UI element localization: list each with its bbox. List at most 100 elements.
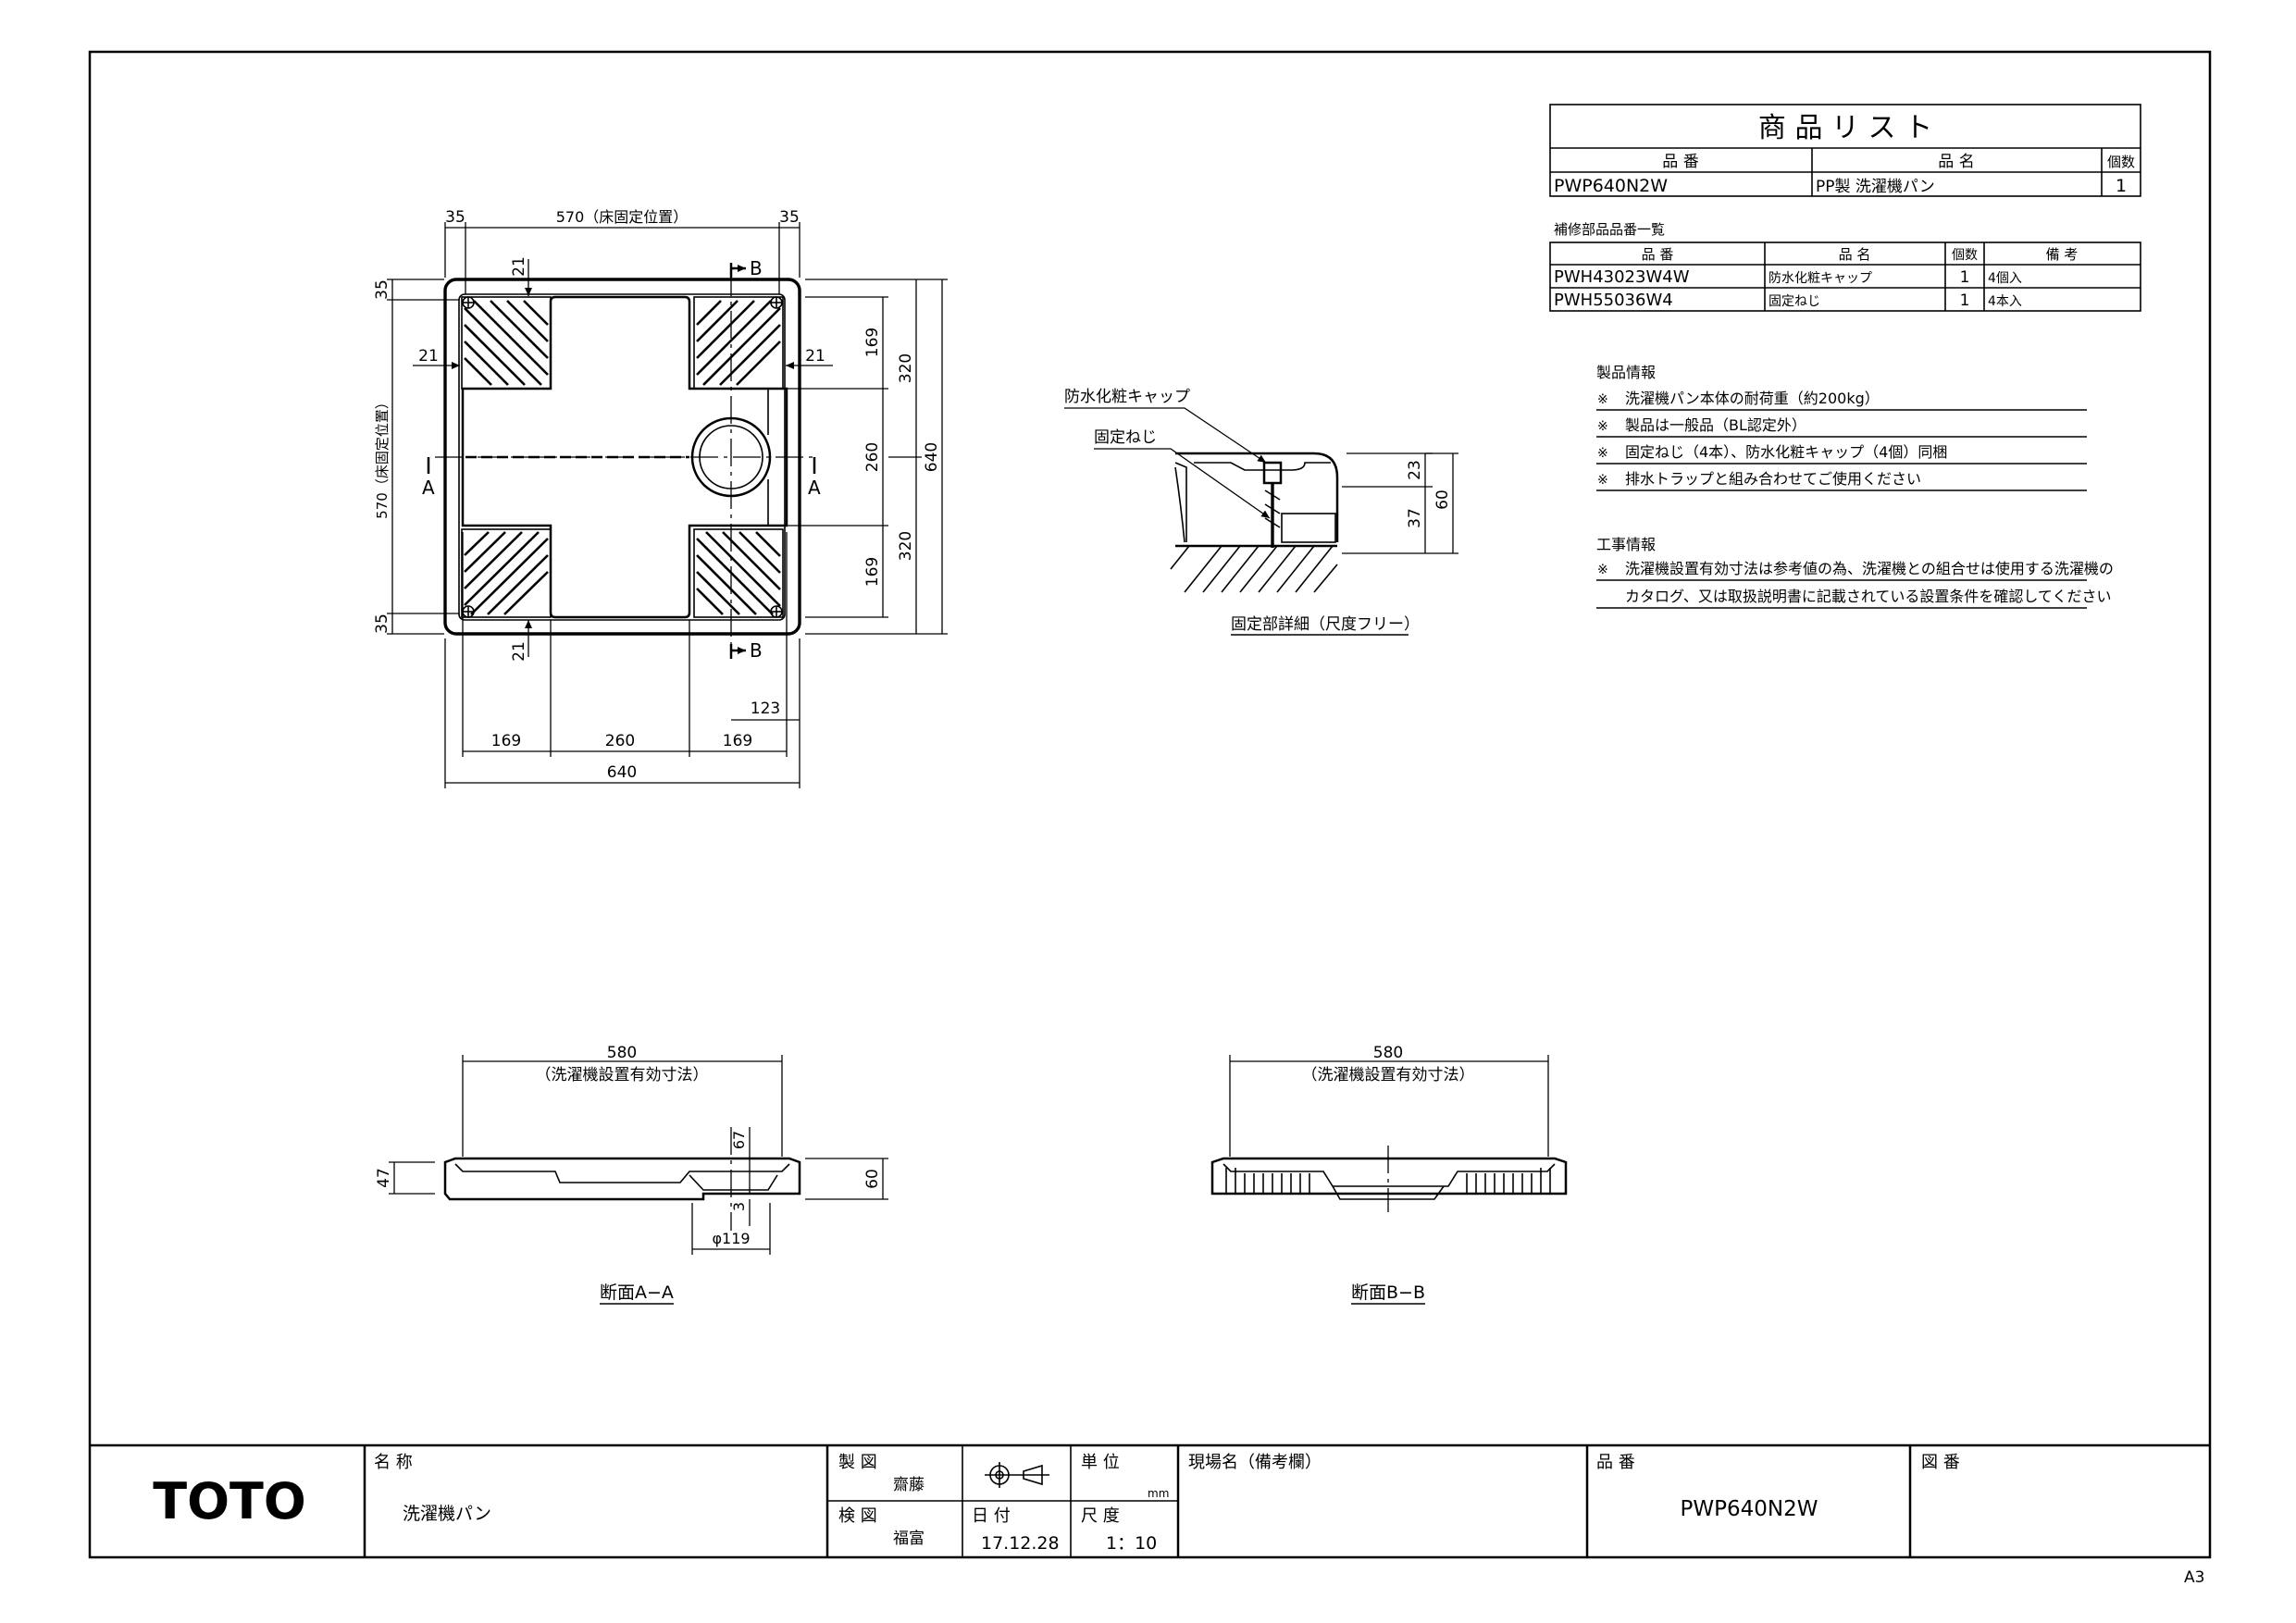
svg-text:169: 169 — [723, 732, 752, 750]
svg-text:B: B — [750, 639, 763, 662]
svg-text:図 番: 図 番 — [1921, 1453, 1960, 1472]
fixing-detail: 防水化粧キャップ 固定ねじ 23 37 60 固定部詳細（尺度フリー） — [1064, 388, 1458, 636]
construction-info-title: 工事情報 — [1596, 536, 1656, 553]
screw-hole — [462, 296, 475, 309]
parts-header-name: 品 名 — [1839, 246, 1871, 263]
svg-text:35: 35 — [373, 613, 391, 634]
product-list-table: 商 品 リ ス ト 品 番 品 名 個数 PWP640N2W PP製 洗濯機パン… — [1549, 104, 2141, 197]
svg-text:260: 260 — [863, 442, 882, 472]
part-note: 4個入 — [1988, 271, 2022, 286]
svg-text:※: ※ — [1597, 563, 1608, 577]
svg-text:570（床固定位置）: 570（床固定位置） — [556, 208, 689, 226]
svg-text:169: 169 — [491, 732, 521, 750]
svg-text:※: ※ — [1597, 473, 1608, 488]
sheet-border — [88, 50, 2212, 1559]
screw-hole — [462, 605, 475, 618]
third-angle-projection-icon — [985, 1462, 1049, 1488]
svg-text:製 図: 製 図 — [838, 1453, 877, 1472]
svg-text:A: A — [422, 477, 435, 499]
parts-header-note: 備 考 — [2046, 246, 2079, 263]
product-list-title: 商 品 リ ス ト — [1758, 112, 1932, 144]
part-qty: 1 — [1960, 268, 1970, 287]
svg-text:47: 47 — [375, 1168, 393, 1188]
svg-text:640: 640 — [607, 763, 637, 782]
product-name: PP製 洗濯機パン — [1816, 178, 1935, 196]
part-name: 固定ねじ — [1769, 294, 1820, 309]
corner-pad — [461, 528, 552, 618]
svg-text:21: 21 — [510, 256, 528, 277]
product-info-title: 製品情報 — [1596, 364, 1656, 381]
product-name-value: 洗濯機パン — [403, 1504, 491, 1524]
part-code: PWH55036W4 — [1554, 291, 1673, 310]
svg-text:123: 123 — [751, 700, 780, 718]
top-view-plan — [435, 268, 814, 648]
corner-pad — [693, 528, 784, 618]
product-info-item: 排水トラップと組み合わせてご使用ください — [1625, 470, 1921, 488]
svg-text:単 位: 単 位 — [1081, 1453, 1120, 1472]
construction-info-line: 洗濯機設置有効寸法は参考値の為、洗濯機との組合せは使用する洗濯機の — [1625, 560, 2114, 577]
svg-text:21: 21 — [510, 641, 528, 662]
date-value: 17.12.28 — [981, 1533, 1060, 1554]
svg-text:169: 169 — [863, 557, 882, 587]
unit-value: mm — [1148, 1487, 1169, 1500]
svg-text:名 称: 名 称 — [374, 1453, 413, 1472]
section-marker-a: A A — [422, 457, 821, 499]
section-bb: 580 （洗濯機設置有効寸法） 断面B−B — [1210, 1044, 1568, 1305]
svg-text:品 番: 品 番 — [1596, 1453, 1635, 1472]
construction-info-block: 工事情報 ※ 洗濯機設置有効寸法は参考値の為、洗濯機との組合せは使用する洗濯機の… — [1596, 536, 2114, 609]
screw-hole — [770, 605, 783, 618]
section-aa-note: （洗濯機設置有効寸法） — [536, 1066, 709, 1084]
svg-text:320: 320 — [897, 353, 915, 383]
part-name: 防水化粧キャップ — [1769, 271, 1872, 286]
svg-text:※: ※ — [1597, 392, 1608, 407]
detail-caption: 固定部詳細（尺度フリー） — [1231, 615, 1420, 634]
svg-text:現場名（備考欄）: 現場名（備考欄） — [1188, 1453, 1322, 1472]
svg-text:37: 37 — [1406, 508, 1424, 528]
checked-by: 福富 — [893, 1530, 925, 1548]
product-info-block: 製品情報 ※ 洗濯機パン本体の耐荷重（約200kg） ※ 製品は一般品（BL認定… — [1596, 364, 2087, 491]
svg-text:φ119: φ119 — [712, 1230, 750, 1247]
parts-list-title: 補修部品品番一覧 — [1554, 221, 1665, 238]
svg-text:35: 35 — [779, 208, 800, 227]
svg-text:21: 21 — [418, 347, 439, 365]
product-code: PWP640N2W — [1554, 176, 1668, 196]
title-block: TOTO 名 称 洗濯機パン 製 図 齋藤 検 図 福富 日 付 17.12.2… — [90, 1443, 2210, 1557]
svg-text:60: 60 — [863, 1169, 882, 1189]
construction-info-line: カタログ、又は取扱説明書に記載されている設置条件を確認してください — [1625, 588, 2111, 605]
detail-label-screw: 固定ねじ — [1094, 428, 1157, 447]
parts-header-qty: 個数 — [1952, 248, 1978, 263]
corner-pad — [461, 296, 552, 390]
product-list-header-name: 品 名 — [1938, 153, 1974, 171]
product-info-item: 製品は一般品（BL認定外） — [1625, 416, 1806, 434]
svg-text:※: ※ — [1597, 446, 1608, 461]
svg-text:260: 260 — [605, 732, 635, 750]
scale-value: 1：10 — [1106, 1533, 1157, 1554]
svg-text:3: 3 — [730, 1202, 748, 1211]
svg-text:※: ※ — [1597, 419, 1608, 434]
svg-text:尺 度: 尺 度 — [1081, 1506, 1120, 1526]
svg-text:640: 640 — [923, 442, 941, 472]
svg-text:21: 21 — [805, 347, 825, 365]
part-code: PWH43023W4W — [1554, 267, 1690, 287]
drawn-by: 齋藤 — [893, 1476, 925, 1494]
product-qty: 1 — [2116, 176, 2127, 196]
svg-text:日 付: 日 付 — [972, 1506, 1011, 1526]
svg-text:検 図: 検 図 — [838, 1506, 877, 1526]
svg-text:320: 320 — [897, 531, 915, 561]
part-number-value: PWP640N2W — [1681, 1497, 1818, 1521]
product-info-item: 固定ねじ（4本）、防水化粧キャップ（4個）同梱 — [1625, 443, 1947, 461]
section-aa-effective: 580 — [607, 1044, 637, 1062]
svg-text:B: B — [750, 257, 763, 279]
svg-text:35: 35 — [373, 279, 391, 300]
product-info-item: 洗濯機パン本体の耐荷重（約200kg） — [1625, 390, 1880, 407]
section-bb-caption: 断面B−B — [1351, 1282, 1425, 1303]
corner-pad — [693, 296, 784, 390]
svg-text:23: 23 — [1406, 460, 1424, 480]
parts-header-code: 品 番 — [1642, 246, 1674, 263]
svg-text:A: A — [808, 477, 821, 499]
parts-list-table: 補修部品品番一覧 品 番 品 名 個数 備 考 PWH43023W4W 防水化粧… — [1549, 221, 2141, 312]
section-marker-b: B B — [729, 257, 763, 662]
section-aa: 580 （洗濯機設置有効寸法） 47 60 67 3 φ119 断面A−A — [375, 1044, 888, 1305]
section-bb-note: （洗濯機設置有効寸法） — [1302, 1066, 1475, 1084]
svg-text:570（床固定位置）: 570（床固定位置） — [374, 395, 391, 519]
